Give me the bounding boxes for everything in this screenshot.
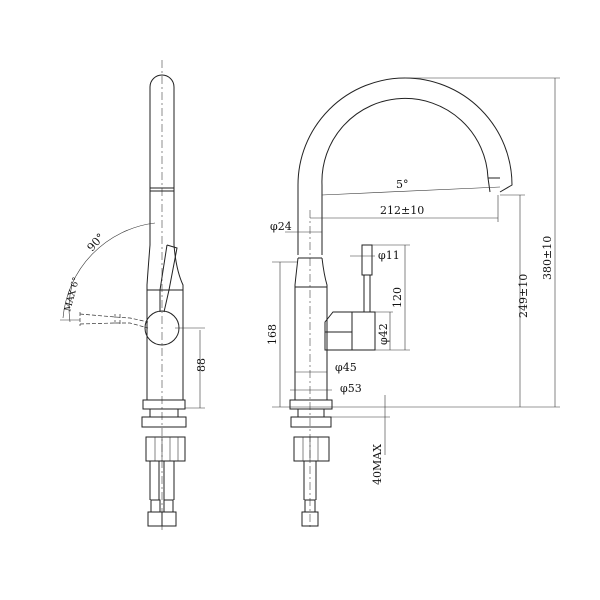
- body-side: [146, 244, 184, 400]
- angle-max-label: MAX 6°: [63, 276, 82, 313]
- dim-handle-dia: φ42: [377, 323, 390, 345]
- dim-body-dia: φ45: [335, 361, 357, 374]
- dim-counter-max: 40MAX: [371, 444, 384, 485]
- lever-front: [361, 244, 373, 276]
- dim-body-height: 168: [266, 324, 279, 345]
- dim-total-height: 380±10: [541, 236, 554, 280]
- nut-front: [293, 436, 330, 462]
- lever-up: [163, 244, 178, 313]
- dim-base-dia: φ53: [340, 382, 362, 395]
- dim-reach: 212±10: [380, 204, 424, 217]
- angle-90-label: 90°: [85, 231, 108, 254]
- base-flange-side: [142, 399, 186, 410]
- spout-inner: [321, 97, 491, 255]
- base-flange-front: [289, 399, 333, 410]
- spout-outer: [297, 77, 513, 255]
- dim-spout-height: 249±10: [517, 274, 530, 318]
- dim-spout-angle: 5°: [396, 178, 409, 191]
- handle-block: [324, 311, 376, 351]
- dim-lever-height: 120: [391, 287, 404, 308]
- side-view: 90° MAX 6° 88: [60, 60, 208, 530]
- front-view: 5° 212±10 φ24 φ11 120 φ42 168 φ45 φ53 24…: [266, 77, 560, 530]
- dim-lever-dia: φ11: [378, 249, 400, 262]
- dim-88: 88: [195, 358, 208, 372]
- spout-side: [149, 74, 175, 245]
- lever-down-dashed: [79, 313, 149, 329]
- body-front: [294, 257, 328, 400]
- hose-front: [303, 461, 317, 500]
- hoses-side: [149, 461, 175, 500]
- angle-arc-90: [62, 222, 156, 319]
- dim-tube-dia: φ24: [270, 220, 292, 233]
- nut-side: [145, 436, 186, 462]
